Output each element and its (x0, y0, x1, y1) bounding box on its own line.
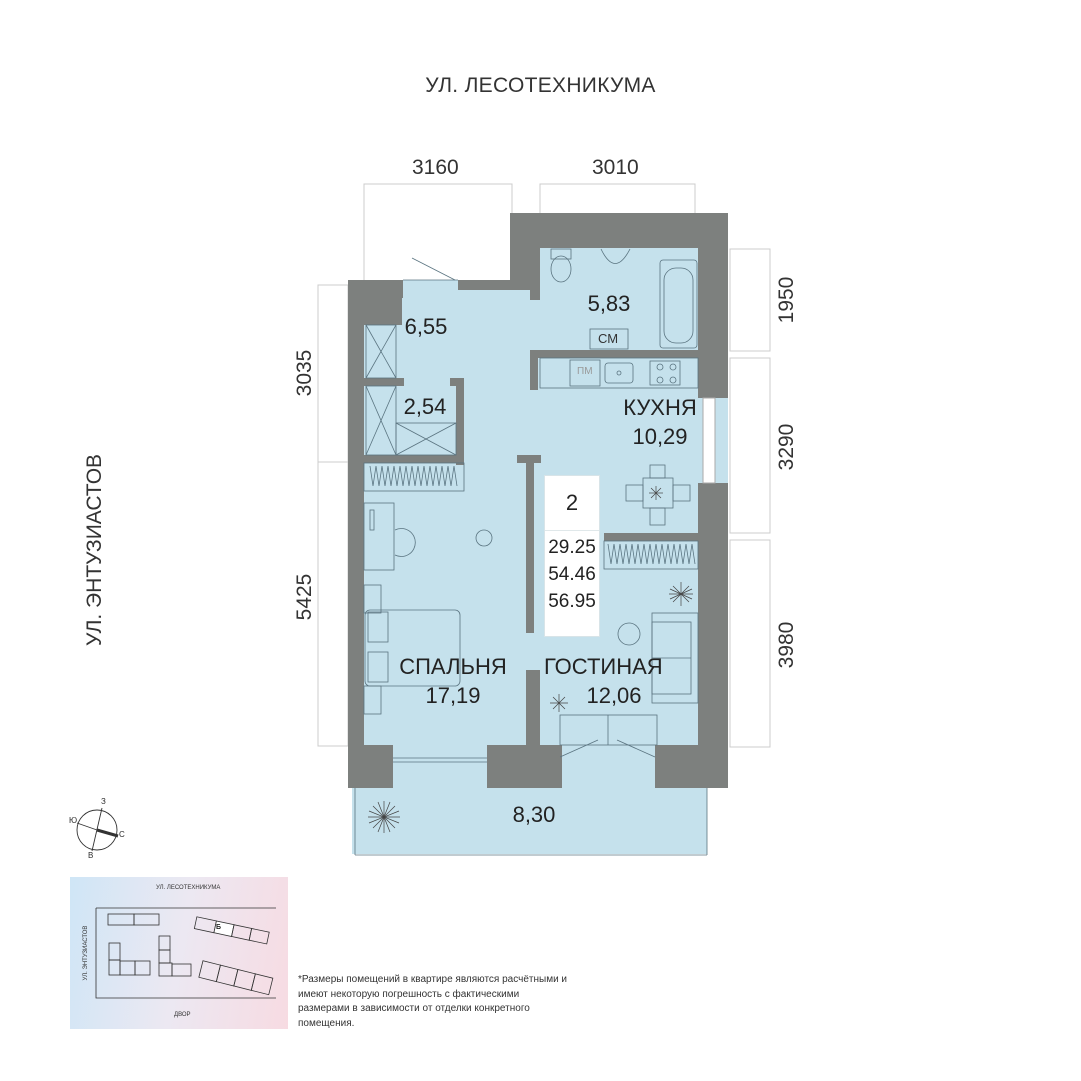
dimension-right-1: 1950 (775, 276, 798, 324)
room-bedroom-area: 17,19 (425, 682, 481, 708)
dimension-top-left: 3160 (412, 156, 459, 179)
room-hall-area: 6,55 (404, 314, 448, 339)
total-area-with-balcony: 56.95 (548, 591, 596, 612)
walls (348, 213, 728, 788)
furniture (354, 248, 708, 856)
room-balcony[interactable]: 8,30 (504, 801, 564, 830)
room-living-name: ГОСТИНАЯ (544, 654, 663, 679)
minimap-buildings (95, 907, 276, 999)
room-bathroom-area: 5,83 (587, 291, 631, 316)
dimension-right-2: 3290 (775, 423, 798, 471)
room-kitchen-name: КУХНЯ (623, 395, 697, 420)
rooms-count: 2 (545, 476, 599, 531)
footnote: *Размеры помещений в квартире являются р… (298, 974, 568, 1029)
room-balcony-area: 8,30 (512, 802, 556, 827)
room-hall[interactable]: 6,55 (400, 313, 452, 342)
washing-machine-label: СМ (598, 331, 619, 346)
room-bedroom[interactable]: СПАЛЬНЯ 17,19 (398, 653, 508, 710)
compass-west: З (101, 797, 106, 806)
dishwasher-label: ПМ (577, 366, 593, 377)
compass-icon (76, 807, 119, 852)
room-bedroom-name: СПАЛЬНЯ (399, 654, 507, 679)
minimap-street-top: УЛ. ЛЕСОТЕХНИКУМА (156, 885, 221, 891)
dimension-right-3: 3980 (775, 621, 798, 669)
dimension-left-bottom: 5425 (293, 573, 316, 621)
room-kitchen-area: 10,29 (632, 423, 688, 449)
room-closet-area: 2,54 (403, 394, 447, 419)
compass-south: Ю (69, 816, 78, 825)
room-closet[interactable]: 2,54 (399, 393, 451, 422)
plant-icons (368, 486, 693, 833)
dimension-left-top: 3035 (293, 349, 316, 397)
total-area: 54.46 (548, 564, 596, 585)
room-living[interactable]: ГОСТИНАЯ 12,06 (544, 653, 663, 710)
room-living-area: 12,06 (586, 682, 642, 708)
apartment-summary: 2 29.25 54.46 56.95 (544, 475, 600, 637)
dimension-top-right: 3010 (592, 156, 639, 179)
site-minimap: УЛ. ЛЕСОТЕХНИКУМА УЛ. ЭНТУЗИАСТОВ ДВОР Б (70, 877, 288, 1029)
minimap-section-label: Б (216, 924, 222, 931)
compass-north: С (119, 830, 125, 839)
room-bathroom[interactable]: 5,83 (580, 290, 638, 319)
street-name-top: УЛ. ЛЕСОТЕХНИКУМА (425, 74, 656, 97)
compass-east: В (88, 851, 94, 860)
living-area: 29.25 (548, 537, 596, 558)
minimap-bottom-label: ДВОР (174, 1012, 191, 1018)
room-kitchen[interactable]: КУХНЯ 10,29 (610, 394, 710, 451)
